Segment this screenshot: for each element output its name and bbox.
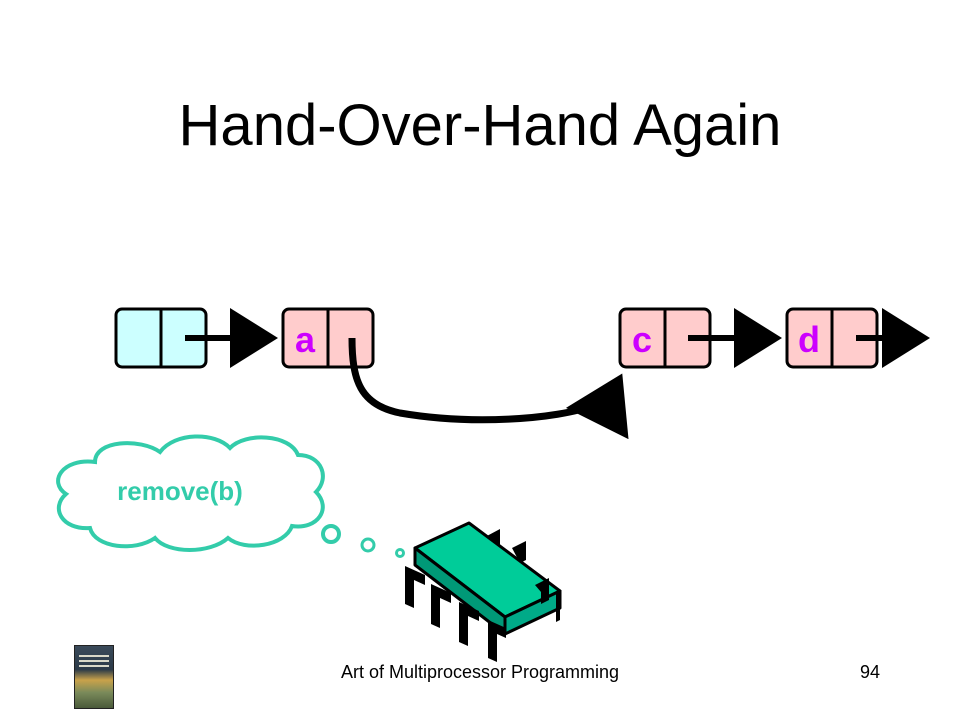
node-d-label: d [798, 319, 820, 360]
slide-footer: Art of Multiprocessor Programming [340, 662, 620, 682]
slide-title: Hand-Over-Hand Again [178, 93, 782, 158]
node-c: c [618, 307, 712, 369]
book-cover-logo [74, 645, 114, 709]
arrow-a-to-c [348, 337, 629, 440]
node-a: a [281, 307, 375, 369]
pointer-arrows [185, 308, 930, 440]
thought-bubble-medium [360, 537, 376, 553]
node-c-label: c [632, 319, 652, 360]
thought-cloud: remove(b) [56, 434, 405, 558]
thought-text: remove(b) [117, 476, 243, 506]
page-number: 94 [860, 662, 881, 682]
node-a-label: a [295, 319, 316, 360]
thought-bubble-small [395, 548, 405, 558]
processor-chip-icon [405, 521, 562, 662]
node-d: d [785, 307, 879, 369]
thought-bubble-large [321, 524, 341, 544]
